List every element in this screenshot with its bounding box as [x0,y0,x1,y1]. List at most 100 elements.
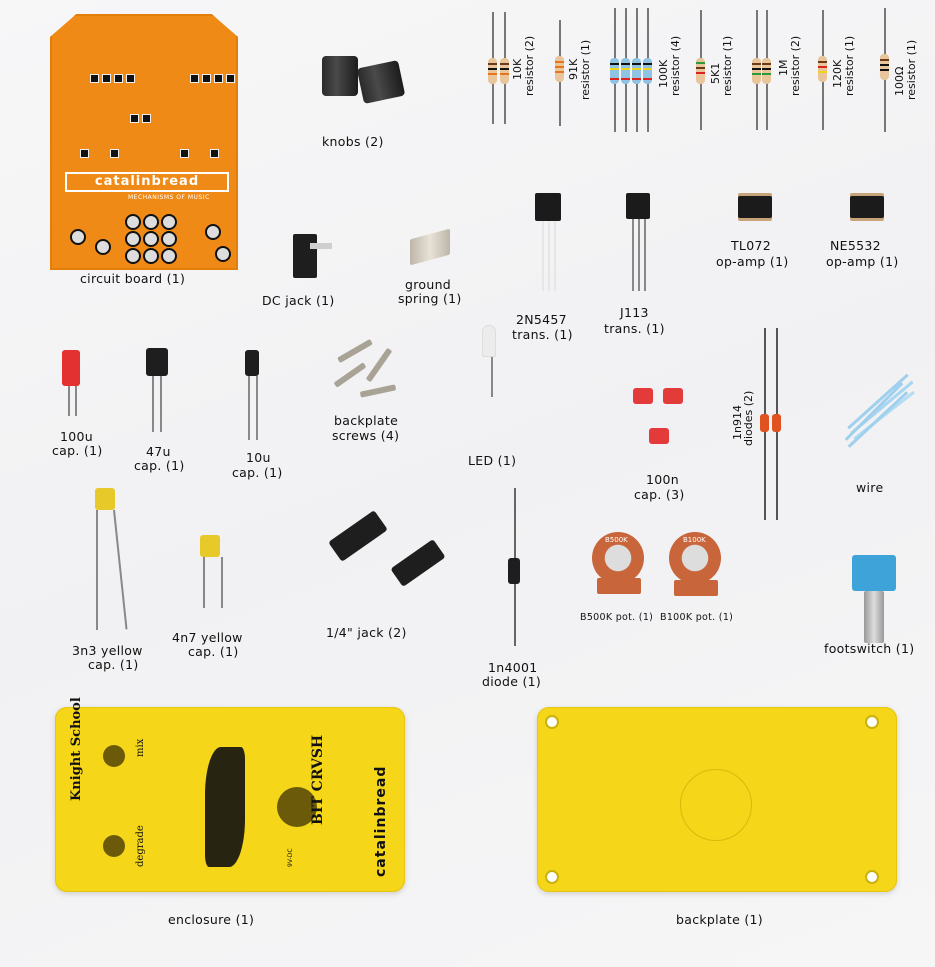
screw-icon [359,384,397,398]
pot-b100k-label: B100K pot. (1) [660,612,734,623]
resistor-icon [696,58,705,84]
cap-100u-qty: cap. (1) [52,443,103,458]
diode-icon [760,414,769,432]
pot-b500k-marking: B500K [605,536,628,544]
resistor-icon [880,54,889,80]
pcb-tagline: MECHANISMS OF MUSIC [128,194,210,201]
film-cap-icon [663,388,683,404]
transistor-j113-qty: trans. (1) [604,321,665,336]
electrolytic-cap-icon [62,350,80,386]
transistor-icon [626,193,650,219]
diode-1n4001-qty: diode (1) [482,674,542,689]
resistor-100ohm-qty: resistor (1) [905,39,918,100]
diode-icon [772,414,781,432]
opamp-tl072-qty: op-amp (1) [716,254,789,269]
footswitch-icon [852,555,896,591]
cap-3n3-qty: cap. (1) [88,657,139,672]
footswitch-label: footswitch (1) [824,641,915,656]
cap-4n7-qty: cap. (1) [188,644,239,659]
diode-1n4001-part: 1n4001 [488,660,538,675]
ic-chip-icon [738,196,772,218]
quarter-jack-icon [390,539,446,587]
resistor-icon [643,58,652,84]
cap-10u-qty: cap. (1) [232,465,283,480]
backplate-screws-label-1: backplate [334,413,399,428]
resistor-5k1-qty: resistor (1) [721,35,734,96]
transistor-icon [535,193,561,221]
pot-b100k-marking: B100K [683,536,706,544]
dc-jack-icon [293,234,317,278]
resistor-icon [632,58,641,84]
resistor-icon [555,56,564,82]
cap-100n-value: 100n [646,472,679,487]
knob-icon [322,56,358,96]
film-cap-icon [649,428,669,444]
transistor-2n5457-part: 2N5457 [516,312,567,327]
transistor-j113-part: J113 [620,305,649,320]
ground-spring-label-1: ground [405,277,452,292]
opamp-ne5532-part: NE5532 [830,238,881,253]
backplate-label: backplate (1) [676,912,763,927]
resistor-100k-qty: resistor (4) [669,35,682,96]
resistor-icon [488,58,497,84]
cap-47u-value: 47u [146,444,171,459]
enclosure-knob-mix: mix [135,738,146,757]
diode-icon [508,558,520,584]
pcb-label: circuit board (1) [80,271,186,286]
backplate-image [537,707,897,892]
knob-icon [356,60,406,104]
quarter-jack-icon [328,510,388,562]
resistor-icon [818,56,827,82]
resistor-10k-qty: resistor (2) [523,35,536,96]
resistor-icon [621,58,630,84]
enclosure-power: 9V-DC [287,848,294,867]
wire-icon [832,370,916,448]
ground-spring-label-2: spring (1) [398,291,462,306]
catalinbread-logo-emboss-icon [680,769,752,841]
backplate-screws-label-2: screws (4) [332,428,400,443]
resistor-icon [752,58,761,84]
enclosure-series: Knight School [69,697,84,801]
resistor-icon [500,58,509,84]
film-cap-yellow-icon [95,488,115,510]
wire-label: wire [856,480,884,495]
diodes-1n914-qty: diodes (2) [742,390,755,446]
potentiometer-icon [592,532,644,584]
electrolytic-cap-icon [245,350,259,376]
dc-jack-label: DC jack (1) [262,293,335,308]
screw-icon [365,347,393,383]
screw-icon [337,338,373,364]
resistor-icon [610,58,619,84]
led-icon [482,325,496,357]
quarter-jack-label: 1/4" jack (2) [326,625,407,640]
cap-100u-value: 100u [60,429,93,444]
cap-100n-qty: cap. (3) [634,487,685,502]
enclosure-model: BIT CRVSH [310,734,326,825]
knobs-label: knobs (2) [322,134,384,149]
enclosure-brand: catalinbread [373,765,389,877]
ground-spring-icon [410,228,450,266]
electrolytic-cap-icon [146,348,168,376]
cap-10u-value: 10u [246,450,271,465]
ic-chip-icon [850,196,884,218]
resistor-91k-qty: resistor (1) [579,39,592,100]
resistor-1m-qty: resistor (2) [789,35,802,96]
led-label: LED (1) [468,453,517,468]
enclosure-image: Knight School BIT CRVSH mix degrade cata… [55,697,405,892]
opamp-ne5532-qty: op-amp (1) [826,254,899,269]
dc-jack-tab [310,243,332,249]
pcb-brand-logo: catalinbread [65,172,229,192]
film-cap-yellow-icon [200,535,220,557]
enclosure-knob-degrade: degrade [135,825,146,867]
resistor-icon [762,58,771,84]
transistor-2n5457-qty: trans. (1) [512,327,573,342]
screw-icon [333,362,367,388]
film-cap-icon [633,388,653,404]
pcb-image: catalinbread MECHANISMS OF MUSIC [50,14,238,270]
potentiometer-icon [669,532,721,584]
enclosure-label: enclosure (1) [168,912,255,927]
resistor-120k-qty: resistor (1) [843,35,856,96]
pot-b500k-label: B500K pot. (1) [580,612,654,623]
cap-47u-qty: cap. (1) [134,458,185,473]
opamp-tl072-part: TL072 [731,238,771,253]
